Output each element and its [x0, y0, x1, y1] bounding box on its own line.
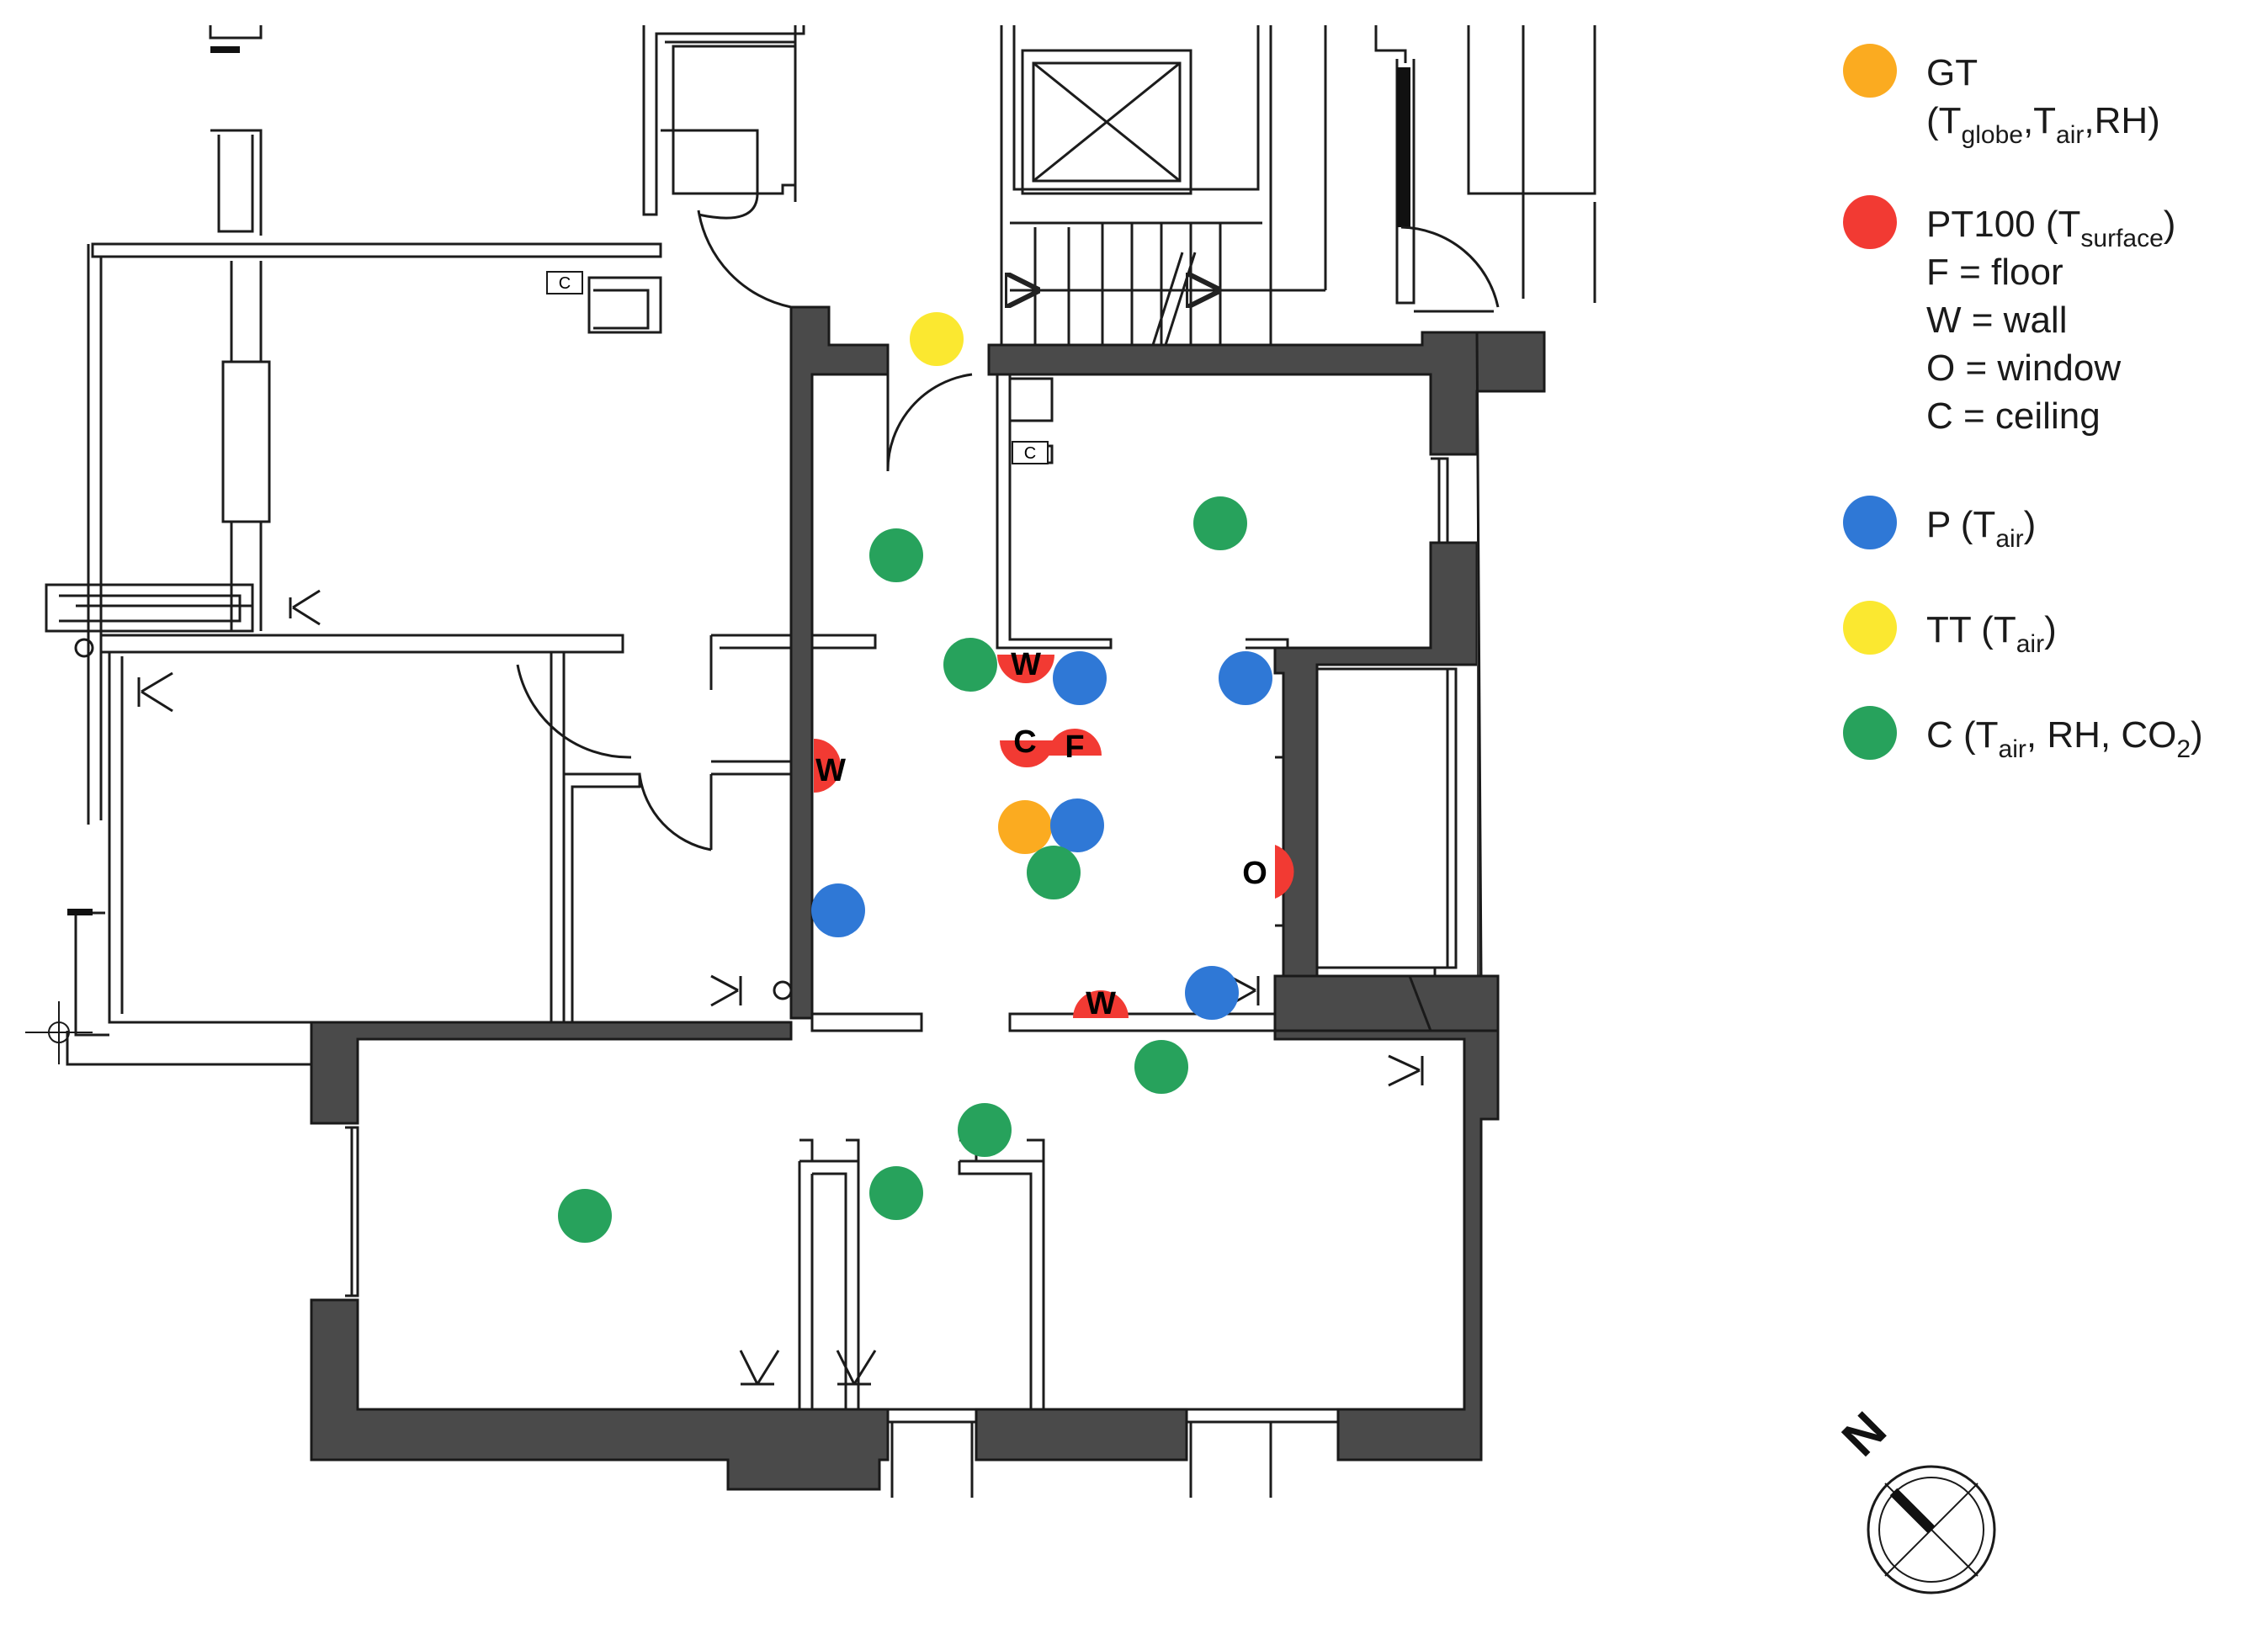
sensor-p — [1050, 798, 1104, 852]
sensor-pt100 — [1073, 990, 1129, 1018]
sensor-p — [811, 883, 865, 937]
sensor-p — [1185, 966, 1239, 1020]
legend-pt100-wall: W = wall — [1926, 300, 2068, 341]
legend-item-pt100: PT100 (Tsurface) F = floor W = wall O = … — [1843, 195, 2175, 440]
legend-swatch-tt — [1843, 601, 1897, 655]
plan-linework — [45, 25, 1596, 1498]
marker-label-w: W — [1086, 986, 1116, 1021]
window-marks — [67, 46, 1410, 915]
door-swings — [516, 129, 1500, 851]
sensor-pt100 — [1048, 729, 1102, 756]
marker-label-f: F — [1065, 729, 1084, 765]
sensor-p — [1219, 651, 1272, 705]
vent-symbols — [74, 589, 1424, 1386]
legend-item-c: C (Tair, RH, CO2) — [1843, 706, 2203, 762]
sensor-c — [943, 638, 997, 692]
sensor-pt100 — [1000, 740, 1054, 767]
compass-north-label: N — [1831, 1401, 1897, 1467]
legend-pt100-floor: F = floor — [1926, 252, 2064, 293]
sensor-c — [1134, 1040, 1188, 1094]
legend-swatch-gt — [1843, 44, 1897, 98]
legend-swatch-pt100 — [1843, 195, 1897, 249]
legend-swatch-c — [1843, 706, 1897, 760]
compass-rose — [1867, 1465, 1996, 1594]
sensor-c — [1193, 496, 1247, 550]
structural-walls — [310, 305, 1546, 1491]
legend-gt-name: GT — [1926, 52, 1979, 93]
marker-label-w: W — [815, 753, 846, 788]
sensor-c — [869, 1166, 923, 1220]
sensor-tt — [910, 312, 964, 366]
ceiling-tag-1: C — [546, 271, 583, 294]
ceiling-tag-2: C — [1012, 441, 1049, 464]
sensor-pt100 — [997, 655, 1054, 683]
sensor-p — [1053, 651, 1107, 705]
sensor-markers — [558, 312, 1294, 1243]
legend-swatch-p — [1843, 496, 1897, 549]
sensor-c — [1027, 846, 1081, 899]
legend-pt100-ceiling: C = ceiling — [1926, 395, 2101, 437]
legend-item-tt: TT (Tair) — [1843, 601, 2057, 657]
marker-label-c: C — [1013, 724, 1036, 760]
legend-pt100-window: O = window — [1926, 347, 2122, 389]
legend-item-gt: GT (Tglobe,Tair,RH) — [1843, 44, 2160, 148]
svg-text:C: C — [1024, 444, 1036, 463]
sensor-gt — [998, 800, 1052, 854]
grid-marker — [25, 1001, 93, 1064]
svg-text:C: C — [559, 274, 571, 293]
marker-label-w: W — [1011, 647, 1041, 682]
sensor-pt100 — [814, 739, 841, 793]
sensor-pt100 — [1275, 845, 1294, 899]
sensor-c — [558, 1189, 612, 1243]
sensor-c — [869, 528, 923, 582]
legend-item-p: P (Tair) — [1843, 496, 2036, 552]
sensor-c — [958, 1103, 1012, 1157]
marker-label-o: O — [1242, 856, 1267, 891]
surface-marker-labels: W C F W O W — [815, 647, 1267, 1021]
